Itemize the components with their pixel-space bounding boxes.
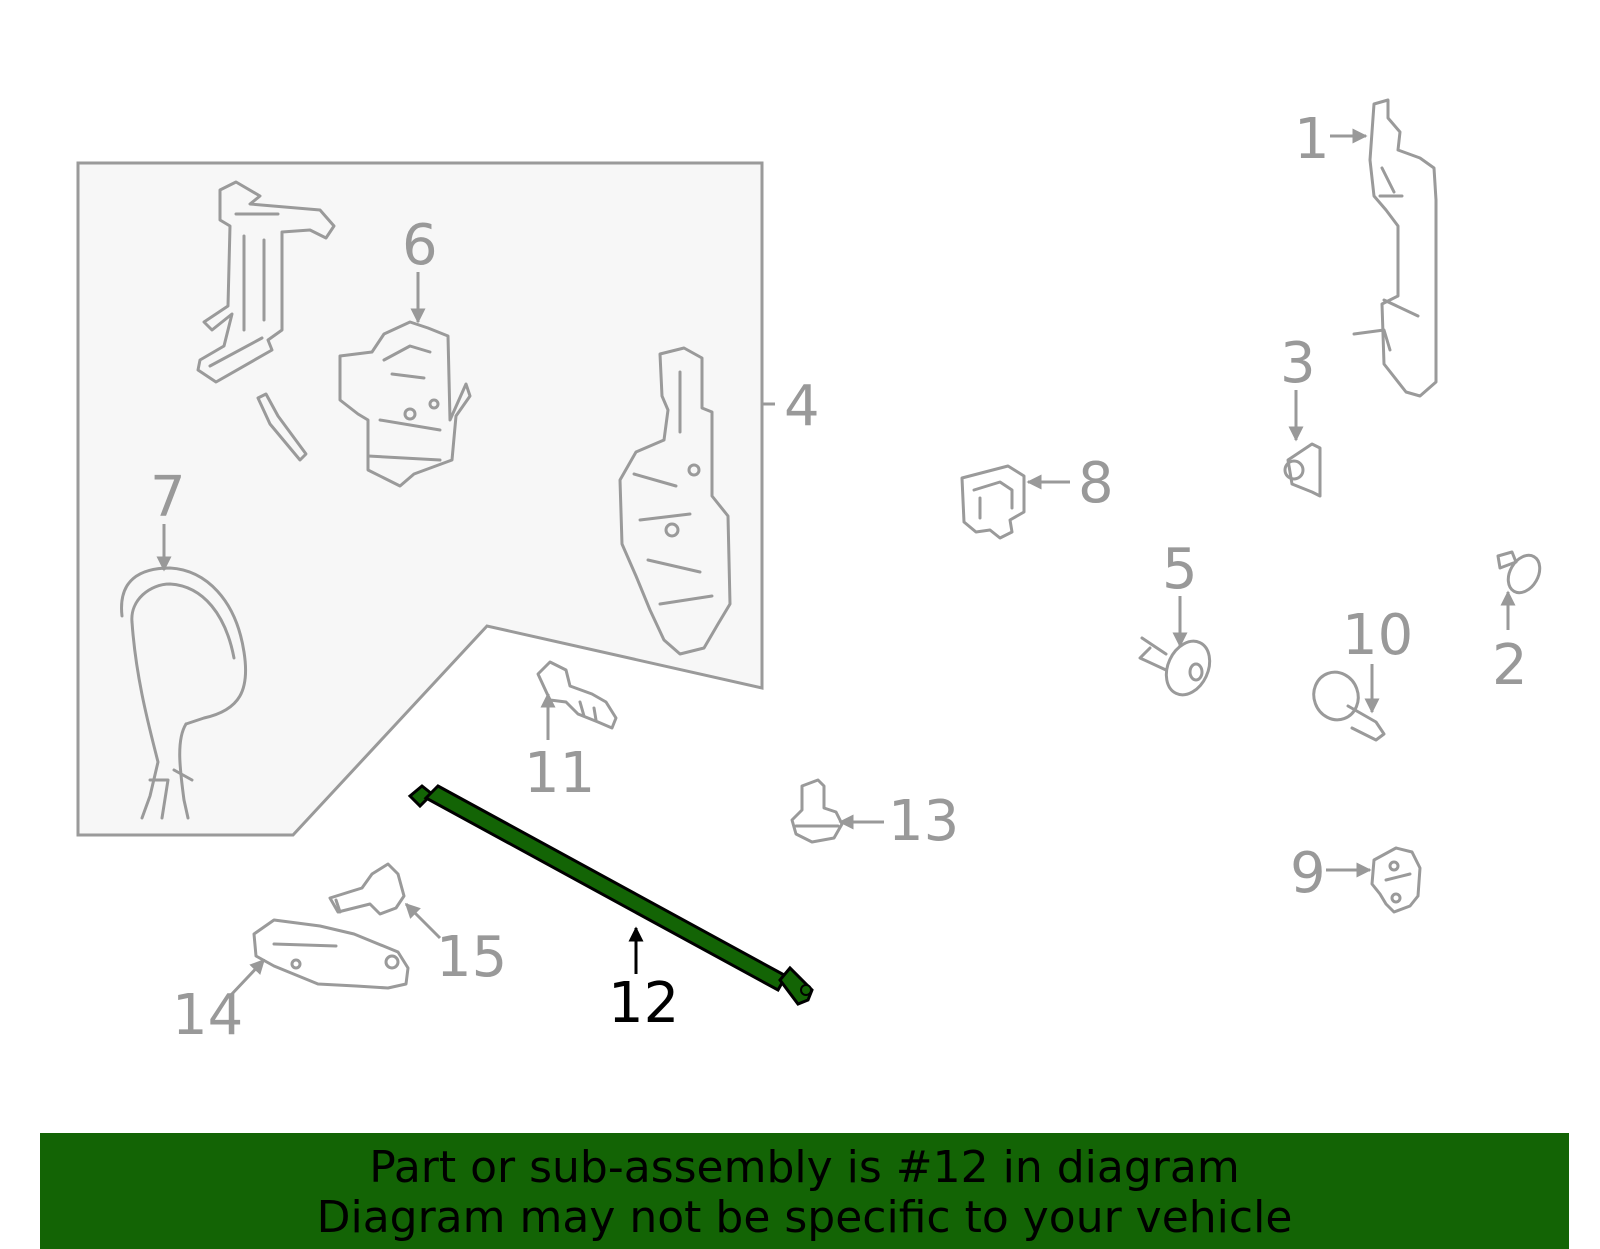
banner-line-1: Part or sub-assembly is #12 in diagram <box>369 1142 1240 1193</box>
banner-line-2: Diagram may not be specific to your vehi… <box>316 1192 1293 1243</box>
stud-bolt-11 <box>536 660 618 730</box>
bolt-5 <box>1138 636 1212 697</box>
callout-2: 2 <box>1492 633 1528 698</box>
callout-4: 4 <box>784 374 820 439</box>
callout-14: 14 <box>172 983 243 1048</box>
hinge-bracket <box>252 918 410 990</box>
callout-1: 1 <box>1294 107 1330 172</box>
callout-15: 15 <box>436 925 507 990</box>
bolt-2 <box>1496 550 1542 595</box>
door-latch <box>618 346 732 656</box>
bolt-13 <box>790 778 844 844</box>
nut <box>1283 442 1322 498</box>
callout-6: 6 <box>402 213 438 278</box>
callout-12: 12 <box>608 971 679 1036</box>
callout-8: 8 <box>1078 451 1114 516</box>
bolt-10 <box>1312 670 1386 742</box>
assembly-panel <box>76 161 764 837</box>
gas-strut-highlighted <box>407 784 814 1006</box>
callout-7: 7 <box>150 465 186 530</box>
callout-9: 9 <box>1290 841 1326 906</box>
outside-handle <box>1352 98 1438 398</box>
mount-bracket <box>960 464 1026 540</box>
release-cable <box>120 566 248 820</box>
info-banner: Part or sub-assembly is #12 in diagram D… <box>40 1133 1569 1249</box>
striker <box>1370 846 1422 914</box>
lock-actuator <box>338 320 472 488</box>
bolt-15 <box>328 862 406 916</box>
callout-5: 5 <box>1162 537 1198 602</box>
leader-14 <box>228 958 266 998</box>
latch-bracket <box>196 180 336 384</box>
callout-11: 11 <box>524 741 595 806</box>
leader-15 <box>404 902 442 940</box>
callout-3: 3 <box>1280 331 1316 396</box>
link-rod <box>256 392 308 462</box>
callout-10: 10 <box>1342 603 1413 668</box>
callout-13: 13 <box>888 789 959 854</box>
